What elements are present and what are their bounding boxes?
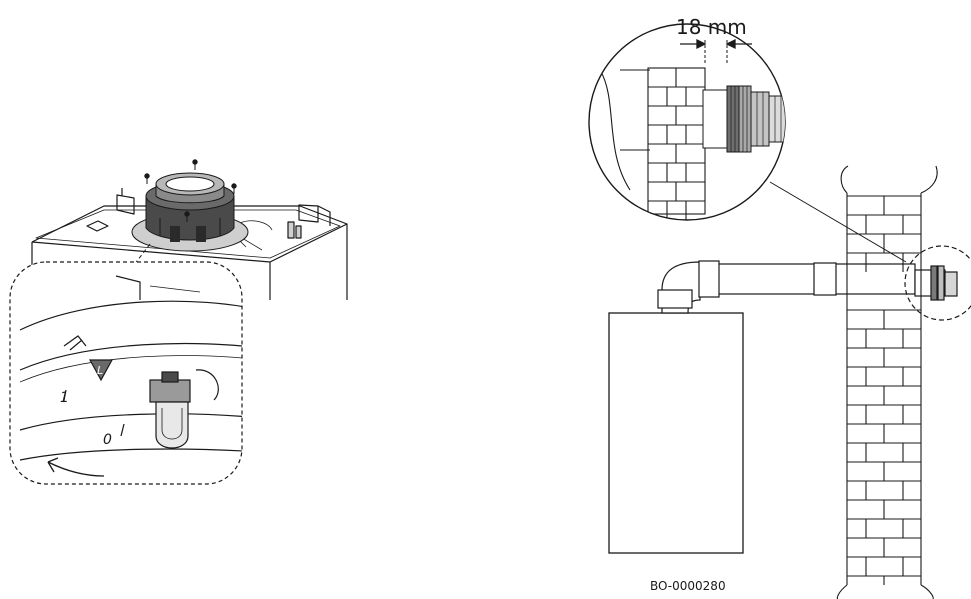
lock-marker-label: L	[97, 364, 103, 377]
flue-adapter	[131, 172, 249, 252]
dimension-label: 18 mm	[676, 15, 747, 39]
magnified-terminal-detail: 18 mm	[588, 15, 786, 221]
scale-label-one: 1	[60, 390, 69, 406]
dimension-arrows	[680, 38, 752, 50]
scale-label-zero: 0	[103, 432, 112, 448]
zoom-detail-rotation: L 1 0	[9, 261, 243, 485]
zoom-leader-line-right	[769, 181, 907, 263]
boiler-unit	[608, 312, 744, 554]
screw-icons	[144, 159, 237, 222]
reference-code-label: BO-0000280	[650, 579, 726, 593]
flue-pipe	[657, 260, 958, 314]
brick-wall	[836, 165, 938, 599]
rotate-arrow-icon	[47, 457, 105, 477]
detail-marker-circle	[904, 245, 971, 321]
